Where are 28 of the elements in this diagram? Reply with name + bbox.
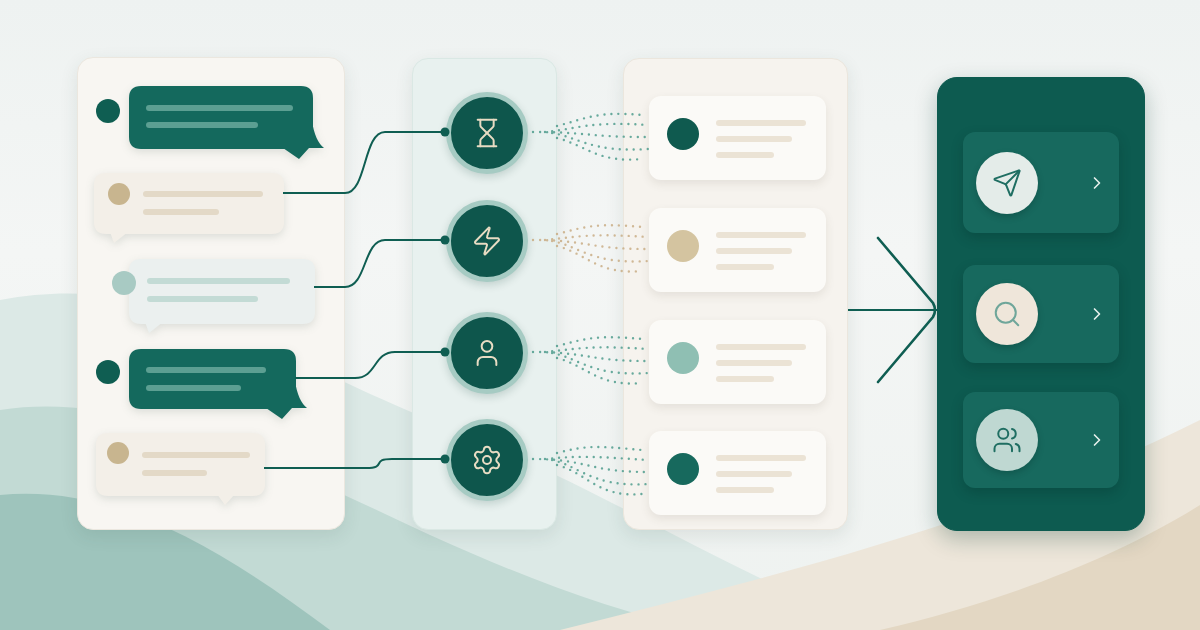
list-card	[649, 431, 826, 515]
chat-bubble	[94, 173, 284, 245]
menu-item	[963, 132, 1119, 233]
icon-circle	[446, 419, 528, 501]
connector-line	[263, 454, 450, 469]
list-card	[649, 96, 826, 180]
card-panel	[623, 58, 848, 530]
icon-circle	[446, 200, 528, 282]
icon-circle	[446, 92, 528, 174]
menu-panel	[937, 77, 1145, 531]
chat-bubble	[129, 86, 325, 160]
icon-panel	[412, 58, 557, 530]
chat-bubble	[96, 433, 265, 506]
menu-item	[963, 265, 1119, 363]
dotted-connector	[531, 224, 650, 273]
chat-bubble	[129, 349, 308, 420]
dotted-connector	[531, 112, 650, 161]
icon-circle	[446, 312, 528, 394]
dotted-connector	[531, 336, 650, 385]
list-card	[649, 208, 826, 292]
chat-bubble	[129, 259, 315, 334]
connector-line	[294, 347, 450, 379]
connector-line	[313, 235, 450, 288]
dotted-connector	[531, 445, 650, 496]
connector-line	[282, 127, 450, 194]
menu-item	[963, 392, 1119, 488]
chat-panel	[77, 57, 345, 530]
list-card	[649, 320, 826, 404]
